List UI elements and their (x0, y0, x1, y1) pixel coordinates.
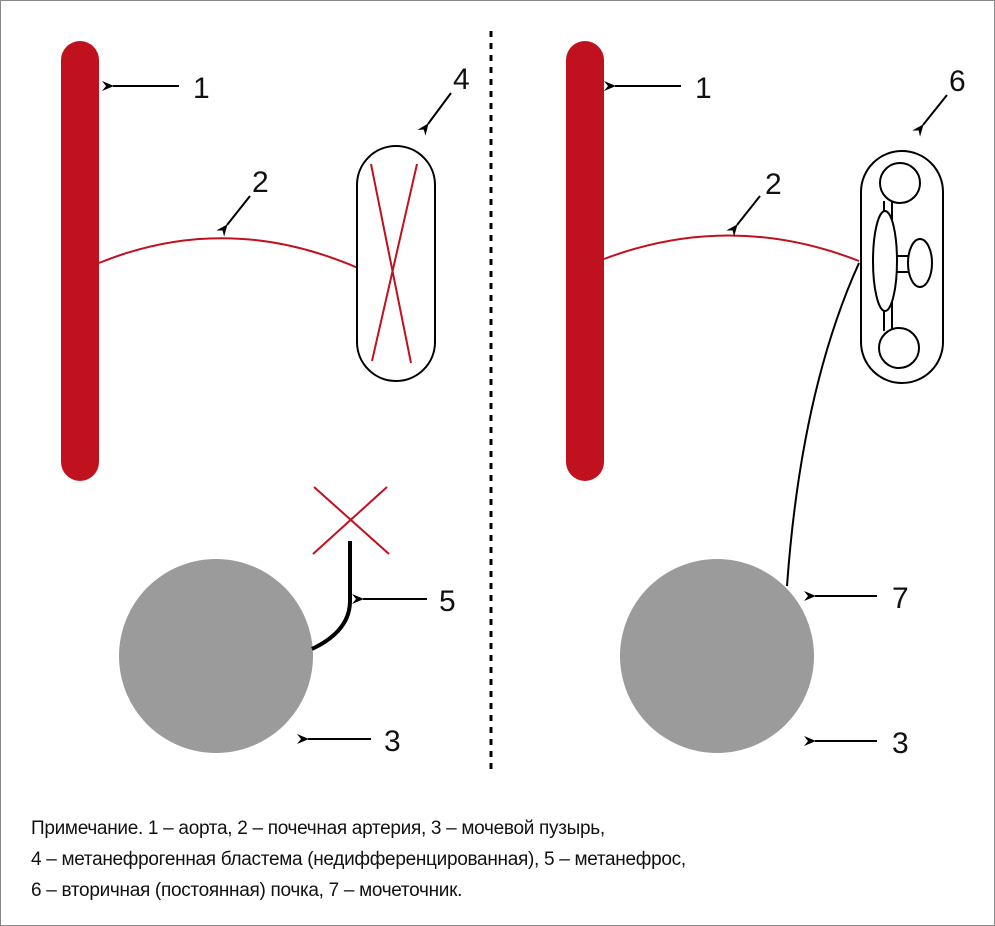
red-cross-line (312, 486, 388, 555)
permanent-kidney (860, 150, 944, 384)
ureter (786, 262, 860, 587)
metanephrogenic-blastema (356, 145, 436, 382)
note-line: 4 – метанефрогенная бластема (недифферен… (31, 849, 686, 870)
aorta-right (566, 41, 604, 481)
note-line: 6 – вторичная (постоянная) почка, 7 – мо… (31, 880, 463, 901)
label-7: 7 (892, 582, 909, 615)
metanephros-duct (311, 541, 352, 651)
label-6: 6 (949, 65, 966, 98)
arrow-6 (912, 94, 948, 137)
label-3-right: 3 (892, 727, 909, 760)
bladder-right (620, 559, 814, 753)
label-5: 5 (439, 585, 456, 618)
bladder-left (119, 559, 313, 753)
label-4: 4 (453, 63, 470, 96)
label-1-right: 1 (695, 72, 712, 105)
arrow-4 (417, 92, 452, 136)
aorta-left (61, 41, 99, 481)
figure-note: Примечание. 1 – аорта, 2 – почечная арте… (31, 813, 686, 906)
label-2-right: 2 (765, 168, 782, 201)
blastema-cross-line (371, 163, 418, 362)
arrow-2-left (216, 195, 251, 237)
renal-artery-left (98, 237, 359, 269)
arrow-2-right (726, 195, 761, 237)
renal-artery-right (603, 234, 860, 262)
red-cross-line (313, 486, 390, 555)
note-line: Примечание. 1 – аорта, 2 – почечная арте… (31, 818, 605, 839)
label-3-left: 3 (384, 725, 401, 758)
label-2-left: 2 (252, 166, 269, 199)
label-1-left: 1 (193, 72, 210, 105)
blastema-cross-line (370, 163, 412, 364)
